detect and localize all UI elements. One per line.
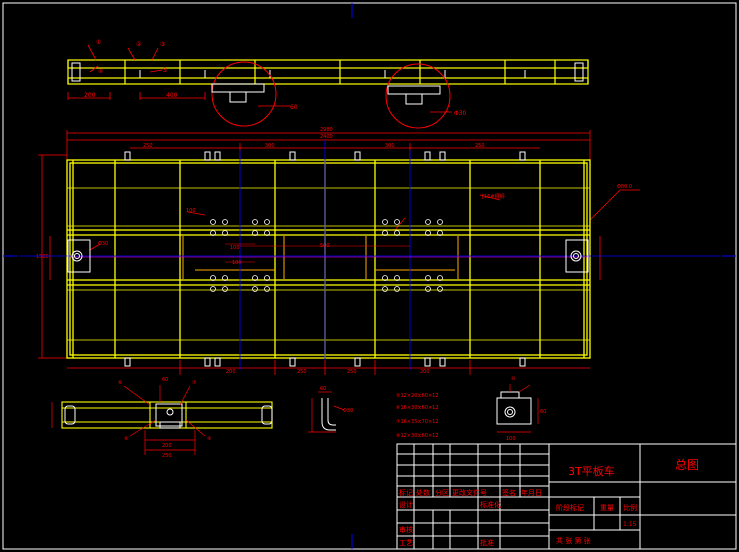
drawing-name: 3T平板车: [568, 464, 615, 478]
tb-header-zone: 分区: [435, 488, 449, 497]
dim-mid-100-a: 100: [230, 245, 240, 251]
tow-hole-right: [570, 250, 582, 262]
tb-sheets: 共 张 第 张: [556, 536, 591, 545]
wheel-detail-circle-left: [211, 61, 277, 127]
dim-section-250: 250: [162, 453, 172, 459]
dim-block-100: 100: [506, 436, 516, 442]
callout-wheel-left: 60: [290, 104, 298, 111]
part-note-5: ⑤12×20×60×12: [396, 393, 439, 399]
dim-bottom-250-b: 250: [347, 369, 357, 375]
dim-plan-300-a: 300: [265, 143, 275, 149]
hook-detail-view: 60 Φ30: [308, 386, 353, 433]
tb-scale-value: 1:15: [623, 521, 637, 528]
cross-section-view: ⑥ ⑦ 60 200 250 ⑧ ⑨: [51, 377, 273, 459]
dim-inner-length: 2400: [320, 134, 333, 140]
dim-plan-width: 1500: [36, 254, 49, 260]
tb-header-count: 处数: [416, 488, 430, 497]
callout-side-2: ②: [136, 41, 142, 48]
tb-header-sign: 签名: [502, 488, 516, 497]
frame-outline: [66, 159, 591, 359]
part-note-8: ⑧12×30×60×12: [396, 433, 439, 439]
tb-header-date: 年月日: [521, 488, 542, 497]
dim-bottom-250-a: 250: [297, 369, 307, 375]
dim-bottom-200-a: 200: [226, 369, 236, 375]
dim-side-200: 200: [84, 92, 96, 99]
callout-side-4: ④: [98, 68, 103, 75]
tb-scale: 比例: [623, 503, 637, 512]
pin-block-detail: 100 60 ⑩: [496, 376, 546, 442]
tow-hole-left: [71, 250, 83, 262]
side-bottom-rail: [67, 77, 589, 85]
callout-side-3: ③: [160, 41, 165, 48]
title-block: 3T平板车 总图 标记 处数 分区 更改文件号 签名 年月日 设计 标准化 阶段…: [396, 443, 737, 550]
callout-section-9: ⑨: [207, 436, 211, 442]
part-note-7: ⑦16×35×70×12: [396, 419, 439, 425]
dim-plan-300-b: 300: [385, 143, 395, 149]
tb-header-change: 更改文件号: [452, 488, 487, 497]
callout-side-1: ①: [96, 39, 101, 46]
dim-section-200: 200: [162, 443, 172, 449]
parts-notes: ⑤12×20×60×12 ⑥16×30×60×12 ⑦16×35×70×12 ⑧…: [396, 393, 439, 439]
wheel-bracket-left: [211, 83, 265, 93]
tb-header-mark: 标记: [399, 488, 413, 497]
label-hook-pin: Φ30: [343, 408, 353, 414]
dim-mid-100-b: 100: [232, 260, 242, 266]
side-elevation-view: ① ② ③ ④ ⑤ 200 400 60 Φ30: [67, 39, 589, 129]
callout-section-6: ⑥: [118, 380, 123, 386]
callout-wheel-right: Φ30: [454, 110, 467, 117]
tb-review: 审核: [399, 525, 413, 534]
callout-section-8: ⑧: [124, 436, 129, 442]
label-beam: [16#槽钢: [482, 193, 505, 200]
dim-hook-60: 60: [320, 386, 326, 392]
bolt-hole-group: [210, 219, 443, 292]
tb-weight: 重量: [600, 504, 614, 512]
label-end-pin: Φ30: [98, 241, 108, 247]
label-hole: Φ80.0: [617, 184, 632, 190]
sheet-title: 总图: [675, 458, 699, 472]
dim-plan-250-right: 250: [475, 143, 485, 149]
dim-block-60: 60: [540, 409, 546, 415]
callout-side-5: ⑤: [162, 67, 167, 74]
wheel-bracket-right: [387, 85, 441, 95]
plan-view: 2980 2400 250 300 300 250 1500 200 250 2…: [20, 127, 720, 375]
tb-process: 工艺: [399, 539, 413, 547]
dim-side-400: 400: [166, 92, 178, 99]
tb-stage: 阶段标记: [556, 503, 584, 512]
callout-section-7: ⑦: [192, 380, 197, 386]
dim-section-60: 60: [162, 377, 168, 383]
dim-plan-250-left: 250: [143, 143, 153, 149]
tb-designer: 设计: [399, 500, 413, 509]
dim-bottom-200-b: 200: [420, 369, 430, 375]
callout-block-10: ⑩: [511, 376, 516, 382]
wheel-detail-circle-right: [385, 63, 451, 129]
dim-overall-length: 2980: [320, 127, 333, 133]
tb-standard: 标准化: [480, 500, 501, 509]
tb-approve: 批准: [480, 538, 494, 547]
label-bolt-group: 100: [186, 208, 196, 214]
part-note-6: ⑥16×30×60×12: [396, 405, 439, 411]
side-top-rail: [67, 59, 589, 69]
